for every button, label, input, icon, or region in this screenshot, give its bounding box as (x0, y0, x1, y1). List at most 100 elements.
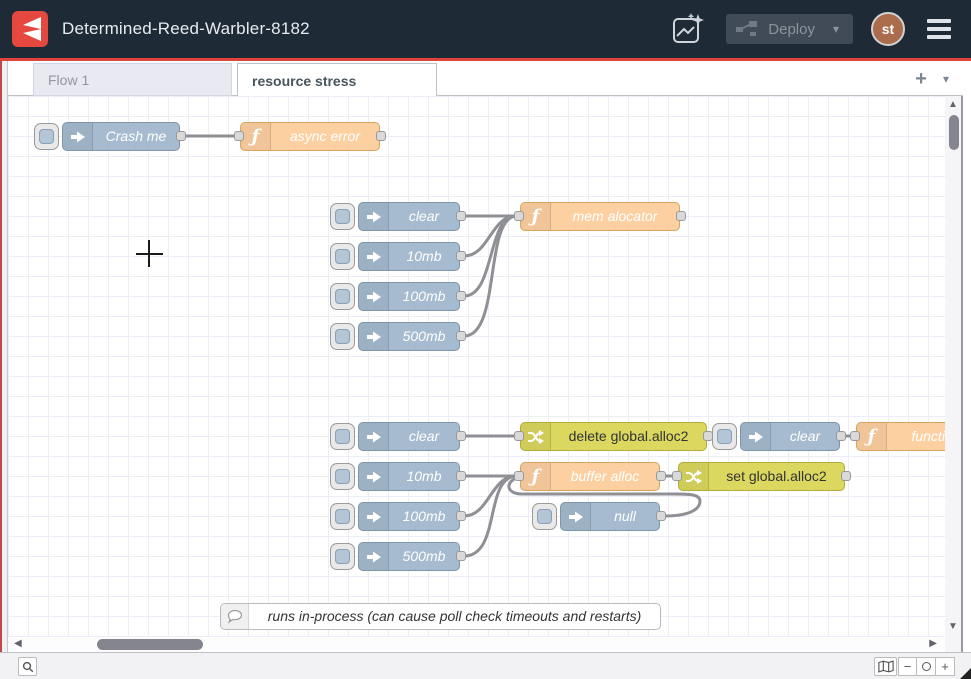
inject-button[interactable] (330, 463, 355, 490)
wire[interactable] (507, 476, 702, 518)
node-inject-null[interactable]: null (532, 502, 666, 531)
output-port[interactable] (456, 511, 466, 521)
output-port[interactable] (376, 131, 386, 141)
output-port[interactable] (836, 431, 846, 441)
tab-label: Flow 1 (48, 71, 90, 88)
output-port[interactable] (676, 211, 686, 221)
output-port[interactable] (456, 551, 466, 561)
deploy-options-chevron-icon[interactable]: ▾ (832, 22, 839, 36)
inject-button[interactable] (712, 423, 737, 450)
node-inject-500mb[interactable]: 500mb (330, 322, 466, 351)
output-port[interactable] (703, 431, 713, 441)
inject-button[interactable] (330, 423, 355, 450)
vertical-scrollbar[interactable]: ▲ ▼ (945, 96, 963, 652)
input-port[interactable] (672, 471, 682, 481)
tab-flow-1[interactable]: Flow 1 (33, 63, 232, 96)
input-port[interactable] (514, 211, 524, 221)
node-function-mem-alocator[interactable]: ƒ mem alocator (514, 202, 686, 231)
node-function-buffer-alloc[interactable]: ƒ buffer alloc (514, 462, 666, 491)
add-flow-button[interactable]: + (915, 67, 927, 90)
flow-list-chevron-icon[interactable]: ▾ (942, 71, 949, 86)
inject-button[interactable] (34, 123, 59, 150)
inject-button[interactable] (532, 503, 557, 530)
flow-canvas[interactable]: Crash me ƒ async error clear (8, 96, 945, 637)
horizontal-scroll-thumb[interactable] (97, 639, 203, 650)
node-inject-crash-me[interactable]: Crash me (34, 122, 186, 151)
inject-button[interactable] (330, 323, 355, 350)
input-port[interactable] (514, 471, 524, 481)
node-inject-500mb[interactable]: 500mb (330, 542, 466, 571)
scroll-up-icon[interactable]: ▲ (948, 99, 958, 110)
wire[interactable] (462, 214, 518, 258)
node-label: clear (789, 428, 821, 444)
output-port[interactable] (456, 291, 466, 301)
main-menu-icon[interactable] (923, 15, 955, 43)
horizontal-scrollbar[interactable]: ◀ ▶ (8, 637, 945, 652)
node-function[interactable]: ƒ function (850, 422, 945, 451)
function-icon: ƒ (521, 463, 551, 490)
inject-button-pad (335, 509, 350, 524)
node-inject-10mb[interactable]: 10mb (330, 462, 466, 491)
node-label: 100mb (402, 508, 446, 524)
vertical-scroll-thumb[interactable] (949, 115, 959, 150)
zoom-out-button[interactable]: − (898, 657, 917, 676)
inject-arrow-icon (359, 423, 389, 450)
inject-button[interactable] (330, 503, 355, 530)
right-margin (965, 61, 971, 652)
node-function-async-error[interactable]: ƒ async error (234, 122, 386, 151)
zoom-in-button[interactable]: + (936, 657, 955, 676)
ai-assistant-icon[interactable] (668, 11, 708, 47)
inject-button-pad (335, 289, 350, 304)
node-inject-clear[interactable]: clear (712, 422, 846, 451)
output-port[interactable] (656, 471, 666, 481)
output-port[interactable] (456, 471, 466, 481)
node-inject-clear[interactable]: clear (330, 422, 466, 451)
input-port[interactable] (234, 131, 244, 141)
node-label: clear (408, 428, 440, 444)
output-port[interactable] (456, 251, 466, 261)
footer-bar: − + (0, 652, 971, 679)
node-inject-100mb[interactable]: 100mb (330, 502, 466, 531)
search-button[interactable] (18, 657, 37, 676)
output-port[interactable] (456, 211, 466, 221)
deploy-button[interactable]: Deploy ▾ (726, 14, 853, 44)
inject-button[interactable] (330, 243, 355, 270)
scroll-right-icon[interactable]: ▶ (929, 638, 937, 649)
output-port[interactable] (656, 511, 666, 521)
wire[interactable] (462, 474, 518, 518)
navigator-map-button[interactable] (874, 657, 897, 676)
output-port[interactable] (176, 131, 186, 141)
inject-button[interactable] (330, 203, 355, 230)
deploy-icon (736, 21, 758, 36)
output-port[interactable] (456, 431, 466, 441)
node-inject-100mb[interactable]: 100mb (330, 282, 466, 311)
inject-button[interactable] (330, 543, 355, 570)
node-change-set-global-alloc2[interactable]: set global.alloc2 (672, 462, 851, 491)
input-port[interactable] (514, 431, 524, 441)
inject-button[interactable] (330, 283, 355, 310)
inject-button-pad (717, 429, 732, 444)
node-comment[interactable]: runs in-process (can cause poll check ti… (220, 603, 661, 630)
node-label: 10mb (406, 468, 442, 484)
tab-resource-stress[interactable]: resource stress (237, 63, 437, 97)
inject-arrow-icon (359, 503, 389, 530)
node-inject-clear[interactable]: clear (330, 202, 466, 231)
input-port[interactable] (850, 431, 860, 441)
wire[interactable] (462, 474, 518, 558)
header-accent-line (0, 58, 971, 61)
inject-arrow-icon (359, 323, 389, 350)
resize-handle[interactable] (960, 668, 971, 679)
zoom-controls: − + (898, 657, 955, 676)
inject-button-pad (335, 209, 350, 224)
user-avatar[interactable]: st (871, 12, 905, 46)
zoom-reset-button[interactable] (917, 657, 936, 676)
app-logo-icon[interactable] (12, 11, 48, 47)
wire[interactable] (462, 214, 518, 338)
scroll-left-icon[interactable]: ◀ (14, 638, 22, 649)
output-port[interactable] (841, 471, 851, 481)
output-port[interactable] (456, 331, 466, 341)
collapsed-palette[interactable] (2, 61, 8, 652)
node-inject-10mb[interactable]: 10mb (330, 242, 466, 271)
node-change-delete-global-alloc2[interactable]: delete global.alloc2 (514, 422, 713, 451)
scroll-down-icon[interactable]: ▼ (948, 621, 958, 632)
